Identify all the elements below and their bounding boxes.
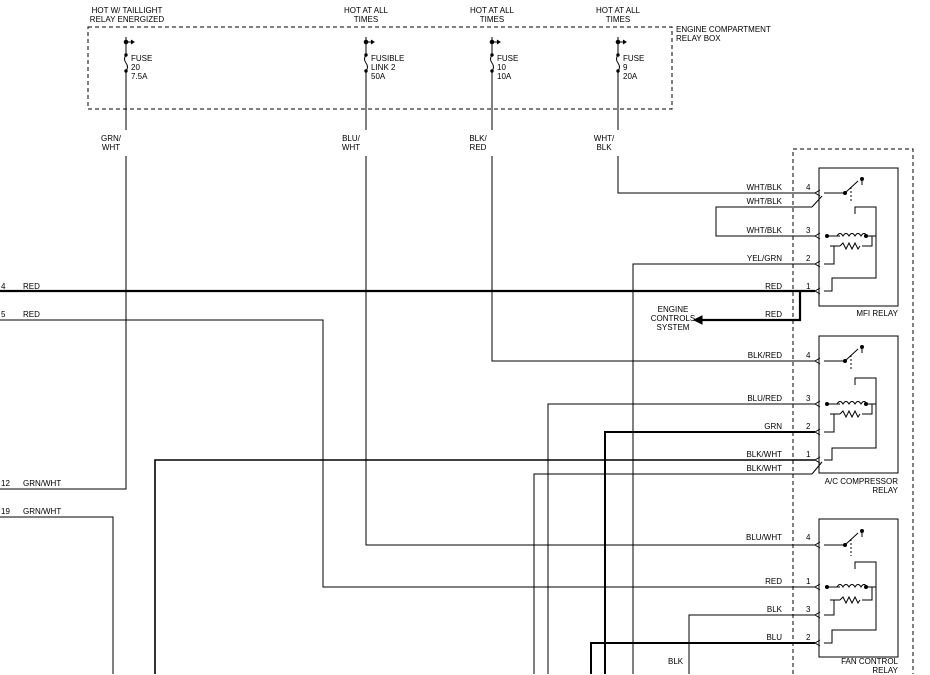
ac-wire-1: BLK/WHT	[746, 450, 782, 459]
fan-relay-label: FAN CONTROL RELAY	[841, 657, 898, 675]
fuse-symbol-20	[123, 37, 135, 73]
bottom-wire-label-blk: BLK	[668, 657, 684, 666]
ac-wire-2: GRN	[764, 422, 782, 431]
mfi-wire-1: RED	[765, 282, 782, 291]
engine-controls-wire-label: RED	[765, 310, 782, 319]
left-wire-4: RED	[23, 282, 40, 291]
wire-wht-blk-fuse9	[617, 71, 815, 194]
wire-grn-wht-fuse20	[0, 71, 127, 490]
fan-pin-1: 1	[806, 577, 811, 586]
ac-wire-4: BLK/RED	[747, 351, 782, 360]
fan-wire-4: BLU/WHT	[746, 533, 782, 542]
wire-yel-grn	[632, 263, 815, 674]
fan-wire-3: BLK	[766, 605, 782, 614]
supply-header-fusible-link: HOT AT ALL TIMES	[343, 6, 389, 24]
fuse-symbol-fusible-link-2	[363, 37, 375, 73]
fan-control-relay-symbol	[818, 518, 899, 658]
left-pin-5: 5	[1, 310, 6, 319]
ac-pin-3: 3	[806, 394, 811, 403]
ac-pin-1: 1	[806, 450, 811, 459]
fuse-symbol-10	[489, 37, 501, 73]
mfi-pin-3: 3	[806, 226, 811, 235]
wire-blu	[590, 642, 815, 674]
ac-jumper-wire: BLK/WHT	[746, 464, 782, 473]
fan-pin-3: 3	[806, 605, 811, 614]
ac-pin-2: 2	[806, 422, 811, 431]
mfi-wire-4: WHT/BLK	[746, 183, 782, 192]
wire-label-blu-wht: BLU/ WHT	[341, 134, 361, 152]
fan-pin-4: 4	[806, 533, 811, 542]
wire-blu-wht-fusible-link	[365, 71, 815, 546]
supply-header-fuse20: HOT W/ TAILLIGHT RELAY ENERGIZED	[89, 6, 165, 24]
wire-blk-wht-2	[533, 473, 812, 674]
wire-wht-blk-jumper	[715, 206, 815, 237]
engine-compartment-relay-box	[87, 26, 673, 110]
engine-controls-label: ENGINE CONTROLS SYSTEM	[650, 305, 696, 332]
ac-relay-label: A/C COMPRESSOR RELAY	[824, 477, 898, 495]
fuse-label-10: FUSE 10 10A	[497, 54, 519, 81]
engine-controls-arrow	[692, 315, 703, 325]
wire-grn-wht-pin19	[0, 516, 114, 674]
wire-label-grn-wht: GRN/ WHT	[101, 134, 121, 152]
fuse-label-20: FUSE 20 7.5A	[131, 54, 153, 81]
left-wire-5: RED	[23, 310, 40, 319]
mfi-pin-1: 1	[806, 282, 811, 291]
fan-pin-2: 2	[806, 633, 811, 642]
wire-blk-wht-1	[154, 459, 815, 674]
wire-label-blk-red: BLK/ RED	[469, 134, 487, 152]
left-wire-12: GRN/WHT	[23, 479, 62, 488]
mfi-relay-label: MFI RELAY	[856, 309, 898, 318]
ac-pin-4: 4	[806, 351, 811, 360]
fuse-label-9: FUSE 9 20A	[623, 54, 645, 81]
mfi-pin-2: 2	[806, 254, 811, 263]
relay-area-boundary	[792, 148, 914, 674]
ac-wire-3: BLU/RED	[747, 394, 782, 403]
left-pin-4: 4	[1, 282, 6, 291]
left-pin-12: 12	[1, 479, 10, 488]
wire-blk-red-fuse10	[491, 71, 815, 362]
wire-grn	[604, 431, 815, 674]
left-pin-19: 19	[1, 507, 10, 516]
mfi-wire-2: YEL/GRN	[746, 254, 782, 263]
wire-red-engine-controls	[700, 291, 802, 322]
fan-wire-1: RED	[765, 577, 782, 586]
mfi-wire-3: WHT/BLK	[746, 226, 782, 235]
ac-compressor-relay-symbol	[811, 335, 899, 475]
fuse-symbol-9	[615, 37, 627, 73]
relay-box-label: ENGINE COMPARTMENT RELAY BOX	[676, 25, 771, 43]
fan-wire-2: BLU	[766, 633, 782, 642]
wire-red-pin5	[0, 319, 815, 588]
wire-label-wht-blk: WHT/ BLK	[593, 134, 615, 152]
supply-header-fuse10: HOT AT ALL TIMES	[469, 6, 515, 24]
fuse-label-fusible-link: FUSIBLE LINK 2 50A	[371, 54, 405, 81]
supply-header-fuse9: HOT AT ALL TIMES	[595, 6, 641, 24]
mfi-pin-4: 4	[806, 183, 811, 192]
wire-blk	[688, 614, 815, 674]
wire-blu-red	[547, 403, 815, 674]
mfi-relay-symbol	[818, 167, 899, 307]
mfi-jumper-wire: WHT/BLK	[746, 197, 782, 206]
mfi-jumper-diagonal	[811, 195, 823, 208]
left-wire-19: GRN/WHT	[23, 507, 62, 516]
